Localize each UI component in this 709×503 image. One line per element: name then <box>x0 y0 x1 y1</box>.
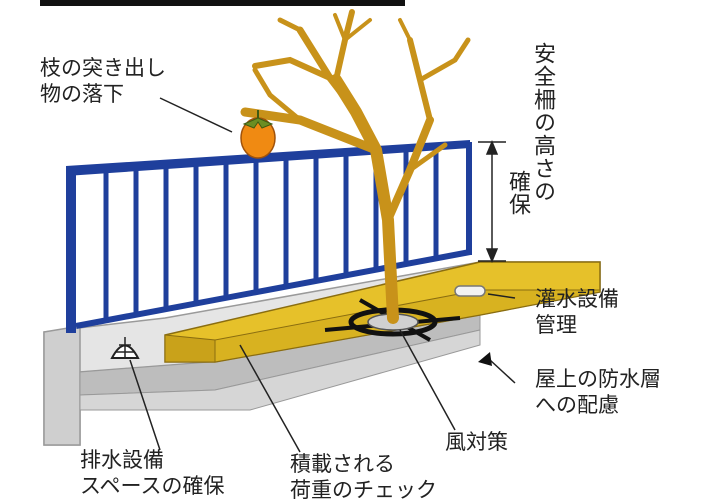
label-branch-line2: 物の落下 <box>40 82 124 106</box>
label-load-line2: 荷重のチェック <box>290 478 437 502</box>
persimmon-fruit <box>240 110 276 159</box>
tree <box>240 9 471 324</box>
label-drain-line1: 排水設備 <box>80 448 164 472</box>
label-load-line1: 積載される <box>290 452 395 476</box>
irrigation-pipe <box>454 285 486 297</box>
label-waterproof-line2: への配慮 <box>535 393 619 417</box>
label-wind: 風対策 <box>445 430 508 454</box>
label-fence-height-col1: 安全柵の高さの <box>530 42 555 203</box>
label-branch-line1: 枝の突き出し <box>40 56 166 80</box>
leader-lines <box>129 97 516 453</box>
label-fence-height-col2: 確保 <box>505 170 530 216</box>
header-bar <box>40 0 405 6</box>
label-drain-line2: スペースの確保 <box>80 474 225 498</box>
label-irrigation-line2: 管理 <box>535 313 577 337</box>
label-waterproof-line1: 屋上の防水層 <box>535 367 661 391</box>
height-dimension-arrow <box>478 140 506 263</box>
label-irrigation-line1: 灌水設備 <box>535 287 619 311</box>
drain-cover <box>110 337 140 359</box>
